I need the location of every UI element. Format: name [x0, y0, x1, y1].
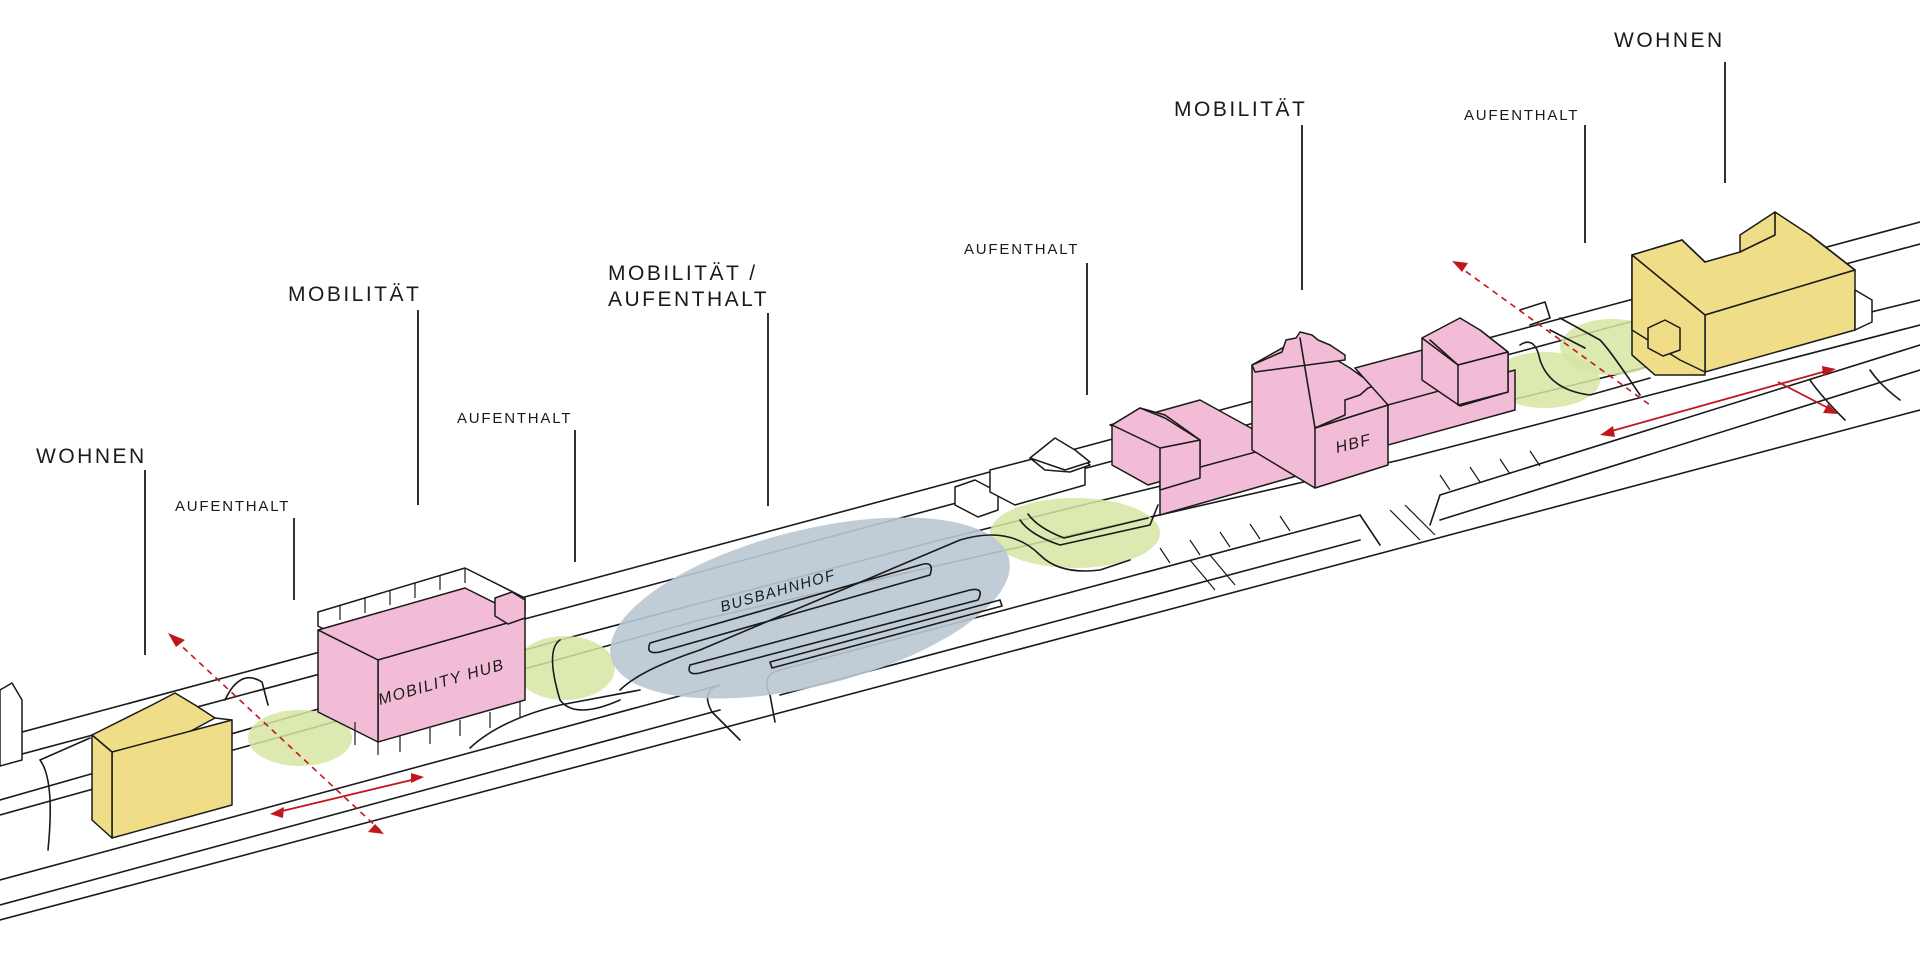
hbf-right-pavilion-front [1457, 351, 1509, 406]
hbf-left-pavilion-roof [1111, 407, 1201, 449]
hbf-plaza-curve [1019, 504, 1159, 546]
label-mobilitaet-left: MOBILITÄT [288, 283, 421, 306]
side-street-3 [1359, 494, 1441, 546]
arch-left [224, 677, 269, 706]
hbf-right-roof-ridge [1429, 339, 1459, 366]
crossing-arrow-left-b [411, 773, 424, 783]
aufenthalt-zone-2 [515, 636, 615, 700]
bus-platform-1 [647, 562, 933, 654]
right-street-bend [1549, 317, 1641, 396]
leader-lines [144, 62, 1726, 655]
hub-stair-tower [494, 591, 526, 625]
bus-platform-2 [688, 588, 981, 675]
label-wohnen-right: WOHNEN [1614, 29, 1725, 52]
label-aufenthalt-3: AUFENTHALT [964, 241, 1079, 258]
curved-wall-left [39, 737, 91, 851]
crossing-arrows [168, 261, 1838, 834]
label-wohnen-left: WOHNEN [36, 445, 147, 468]
crossing-arrow-left-down [368, 824, 384, 834]
edge-building-left [0, 682, 23, 767]
busbahnhof: BUSBAHNHOF [610, 517, 1131, 699]
aufenthalt-zone-4 [1490, 352, 1600, 408]
crossing-arrow-right-a [1600, 426, 1615, 437]
building-hbf: HBF [1109, 317, 1516, 516]
busbahnhof-zone [610, 517, 1010, 699]
crossing-arrow-right-up [1452, 261, 1468, 272]
crossing-line-right-2 [1777, 381, 1833, 411]
crossing-dash-left [174, 639, 381, 831]
crossing-line-left [277, 777, 421, 813]
crossing-arrow-left-up [168, 633, 185, 647]
parking-stripes [1159, 450, 1541, 564]
crossing-arrow-right-c [1823, 404, 1838, 414]
aufenthalt-zone-3 [990, 498, 1160, 568]
wohnen-right-step [1854, 289, 1873, 331]
hbf-main-ridge [1299, 337, 1316, 429]
hbf-plaza-curve-2 [1027, 513, 1149, 539]
label-mobilitaet-aufenthalt-1: MOBILITÄT / [608, 262, 758, 285]
bus-loop [619, 534, 1131, 691]
road-edge-2 [0, 369, 1920, 906]
road-edge-3 [0, 409, 1920, 921]
wohnen-left-outline [214, 717, 233, 721]
hbf-stepped-top [1251, 331, 1346, 373]
building-wohnen-left [0, 682, 233, 851]
crossing-line-right [1607, 369, 1831, 433]
green-path-curve [551, 639, 621, 711]
wohnen-right-ridges [1681, 211, 1856, 271]
building-mobility-hub: MOBILITY HUB [317, 567, 526, 755]
label-aufenthalt-1: AUFENTHALT [175, 498, 290, 515]
hub-columns [354, 702, 521, 755]
path-details [224, 301, 1651, 749]
label-aufenthalt-2: AUFENTHALT [457, 410, 572, 427]
white-block-1 [954, 479, 999, 518]
building-wohnen-right [1631, 211, 1873, 376]
hub-path-curve [469, 689, 641, 749]
label-mobilitaet-aufenthalt-2: AUFENTHALT [608, 288, 769, 311]
label-mobilitaet-right: MOBILITÄT [1174, 98, 1307, 121]
bus-platform-3 [769, 599, 1003, 669]
crossing-arrow-left-a [270, 807, 284, 818]
labels: WOHNEN AUFENTHALT MOBILITÄT AUFENTHALT M… [36, 29, 1725, 515]
right-street-curve [1519, 341, 1651, 396]
kerb-details [1189, 504, 1436, 591]
crossing-dash-right [1456, 264, 1651, 406]
right-street-kerb [1519, 301, 1551, 326]
wohnen-right-annex [1647, 319, 1681, 357]
side-street-4 [1809, 369, 1901, 421]
white-house-roof [1029, 437, 1091, 471]
white-buildings [954, 437, 1091, 518]
label-aufenthalt-4: AUFENTHALT [1464, 107, 1579, 124]
wohnen-right-side [1631, 254, 1706, 373]
aufenthalt-zone-1 [248, 710, 352, 766]
wohnen-left-side [91, 734, 113, 839]
crossing-arrow-right-b [1822, 366, 1836, 376]
